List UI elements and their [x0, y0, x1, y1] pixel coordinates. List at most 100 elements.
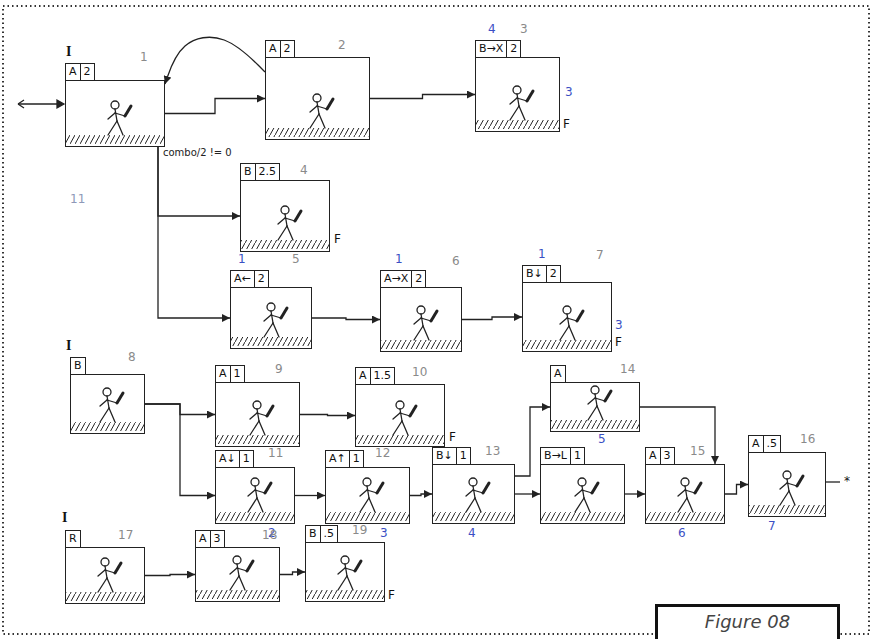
- storyboard-frame: A1.5: [355, 365, 445, 447]
- storyboard-frame: A2: [265, 38, 370, 140]
- callout-number: *: [844, 474, 850, 488]
- storyboard-frame: A3: [645, 445, 725, 524]
- action-key: A: [66, 64, 80, 80]
- frame-tab: A2: [65, 63, 95, 80]
- frame-tab: A3: [645, 447, 675, 464]
- callout-number: 11: [70, 192, 85, 206]
- storyboard-frame: A↑1: [325, 448, 410, 524]
- entry-exit-arrows: [18, 100, 840, 482]
- callout-number: 3: [615, 318, 623, 332]
- callout-number: 18: [262, 528, 277, 542]
- duration: 1: [570, 448, 584, 464]
- transition-arrow: [515, 493, 540, 494]
- callout-number: 1: [140, 50, 148, 64]
- duration: 1: [456, 448, 470, 464]
- callout-number: 13: [485, 444, 500, 458]
- transition-arrow: [370, 95, 475, 99]
- frame-tab: A→X2: [380, 270, 426, 287]
- frame-tab: B→L1: [540, 447, 585, 464]
- callout-number: 17: [118, 528, 133, 542]
- dotted-border: [3, 6, 869, 634]
- duration: .5: [763, 436, 781, 452]
- frame-body: [65, 80, 165, 147]
- frame-body: [355, 384, 445, 447]
- duration: .5: [320, 526, 338, 542]
- callout-number: 4: [488, 22, 496, 36]
- callout-number: 5: [292, 252, 300, 266]
- transition-arrow: [295, 495, 325, 496]
- frame-tab: A3: [195, 530, 225, 547]
- callout-number: 7: [596, 248, 604, 262]
- callout-number: F: [449, 430, 456, 444]
- callout-number: 1: [538, 247, 546, 261]
- callout-number: I: [66, 44, 71, 60]
- callout-number: 6: [678, 526, 686, 540]
- storyboard-frame: B→L1: [540, 445, 625, 524]
- frame-body: [240, 180, 330, 252]
- frame-body: [215, 467, 295, 524]
- transition-arrow: [300, 415, 355, 416]
- transition-arrow: [640, 407, 715, 464]
- callout-number: 14: [620, 362, 635, 376]
- frame-body: [215, 382, 300, 447]
- duration: 3: [210, 531, 224, 547]
- duration: 1.5: [370, 368, 395, 384]
- callout-number: 8: [128, 350, 136, 364]
- storyboard-frame: B↓1: [432, 445, 515, 524]
- frame-tab: A←2: [230, 270, 269, 287]
- frame-tab: A↓1: [215, 450, 254, 467]
- storyboard-frame: B→X2: [475, 38, 560, 132]
- action-key: A: [216, 366, 230, 382]
- callout-number: 3: [380, 526, 388, 540]
- frame-body: [540, 464, 625, 524]
- frame-tab: B↓2: [522, 265, 561, 282]
- callout-number: 15: [690, 444, 705, 458]
- callout-number: 10: [412, 365, 427, 379]
- action-key: R: [66, 531, 80, 547]
- frame-tab: B↓1: [432, 447, 471, 464]
- frame-body: [265, 57, 370, 140]
- transition-arrow: [280, 572, 305, 575]
- transition-arrow: [725, 485, 748, 495]
- callout-number: 9: [275, 362, 283, 376]
- callout-number: I: [66, 338, 71, 354]
- transition-arrow: [312, 318, 380, 320]
- transition-arrow: [625, 493, 645, 494]
- frame-body: [522, 282, 612, 352]
- action-key: A: [646, 448, 660, 464]
- action-key: A: [266, 41, 280, 57]
- action-key: A: [551, 366, 565, 382]
- frame-body: [432, 464, 515, 524]
- frame-tab: B→X2: [475, 40, 521, 57]
- ground-hatching: [66, 120, 825, 601]
- action-key: B: [241, 164, 255, 180]
- transition-arrow: [165, 99, 265, 114]
- frame-tab: A1.5: [355, 367, 395, 384]
- callout-number: F: [615, 335, 622, 349]
- storyboard-frame: B2.5: [240, 161, 330, 252]
- action-key: A: [196, 531, 210, 547]
- callout-number: 3: [520, 22, 528, 36]
- action-key: A: [749, 436, 763, 452]
- frame-body: [325, 467, 410, 524]
- transition-arrow: [410, 494, 432, 496]
- condition-label: combo/2 != 0: [162, 147, 233, 159]
- action-key: B↓: [433, 448, 456, 464]
- duration: 1: [349, 451, 363, 467]
- callout-number: F: [334, 232, 341, 246]
- callout-number: 12: [375, 446, 390, 460]
- callout-number: 6: [452, 254, 460, 268]
- duration: 3: [660, 448, 674, 464]
- storyboard-frame: B.5: [305, 523, 385, 602]
- storyboard-frame: A1: [215, 363, 300, 447]
- transition-arrow: [158, 147, 230, 318]
- duration: 2: [506, 41, 520, 57]
- transition-arrow: [145, 575, 195, 576]
- callout-number: 1: [238, 252, 246, 266]
- frame-body: [748, 452, 826, 517]
- storyboard-frame: A2: [65, 61, 165, 147]
- storyboard-frame: B: [70, 355, 145, 434]
